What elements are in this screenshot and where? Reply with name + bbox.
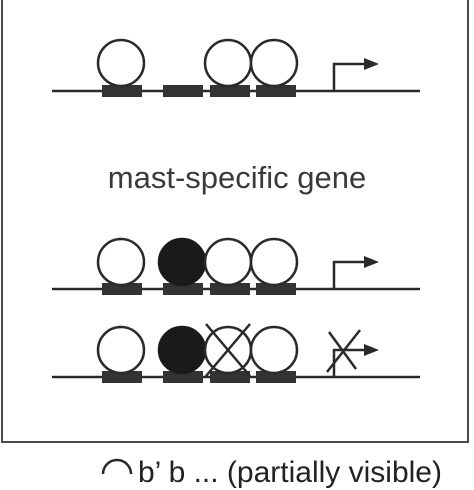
transcription-arrow-2: [332, 256, 379, 289]
diagram-frame: [1, 0, 469, 443]
factor-open-2d: [249, 237, 299, 287]
binding-site-2b: [163, 283, 203, 295]
factor-open-2c: [203, 237, 253, 287]
binding-site-2a: [102, 283, 142, 295]
binding-site-2d: [256, 283, 296, 295]
gene-diagram: [52, 38, 420, 474]
binding-site-3d: [256, 371, 296, 383]
factor-crossed-3c: [203, 323, 253, 377]
factor-open-1a: [96, 38, 146, 88]
legend-open-circle-icon: [101, 458, 133, 474]
factor-filled-2b: [157, 237, 207, 287]
row-2: [52, 237, 420, 295]
factor-filled-3b: [157, 325, 207, 375]
binding-site-1c: [210, 85, 250, 97]
factor-open-3d: [249, 325, 299, 375]
caption: mast-specific gene: [107, 160, 367, 195]
legend-label: b’ b ... (partially visible): [138, 456, 442, 489]
factor-open-1c: [203, 38, 253, 88]
blocked-transcription-arrow-3: [326, 329, 379, 377]
binding-site-3c: [210, 371, 250, 383]
binding-site-3b: [163, 371, 203, 383]
transcription-arrow-1: [332, 58, 379, 91]
row-1: [52, 38, 420, 97]
binding-site-1a: [102, 85, 142, 97]
factor-open-3a: [96, 325, 146, 375]
factor-open-2a: [96, 237, 146, 287]
factor-open-1d: [249, 38, 299, 88]
binding-site-3a: [102, 371, 142, 383]
binding-site-1d: [256, 85, 296, 97]
binding-site-2c: [210, 283, 250, 295]
binding-site-1b: [163, 85, 203, 97]
row-3: [52, 323, 420, 383]
